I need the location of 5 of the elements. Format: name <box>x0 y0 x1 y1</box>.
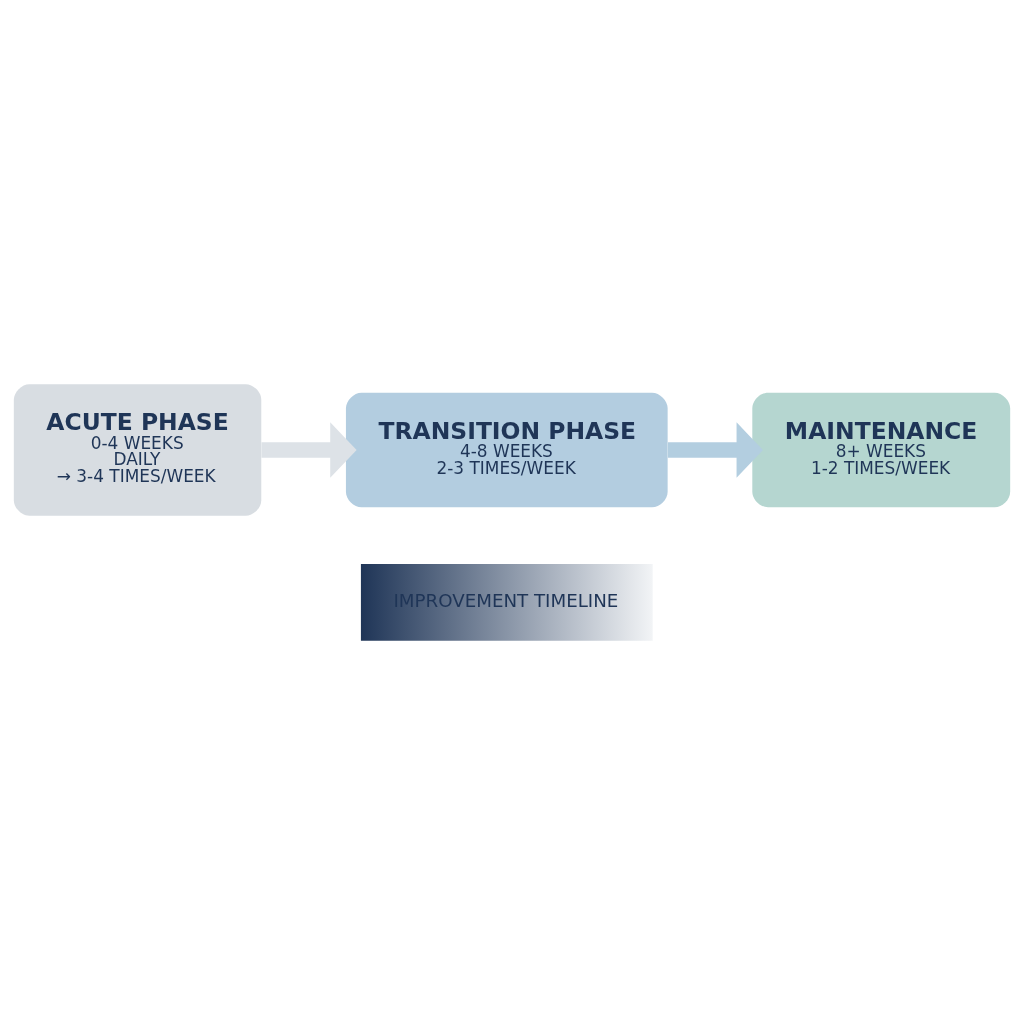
node-box: MAINTENANCE 8+ WEEKS 1-2 TIMES/WEEK <box>752 392 1011 507</box>
node-box: ACUTE PHASE 0-4 WEEKS DAILY → 3-4 TIMES/WEEK <box>13 383 262 516</box>
arrow <box>261 421 357 478</box>
arrow <box>667 421 763 478</box>
node-box: TRANSITION PHASE 4-8 WEEKS 2-3 TIMES/WEEK <box>345 392 668 507</box>
